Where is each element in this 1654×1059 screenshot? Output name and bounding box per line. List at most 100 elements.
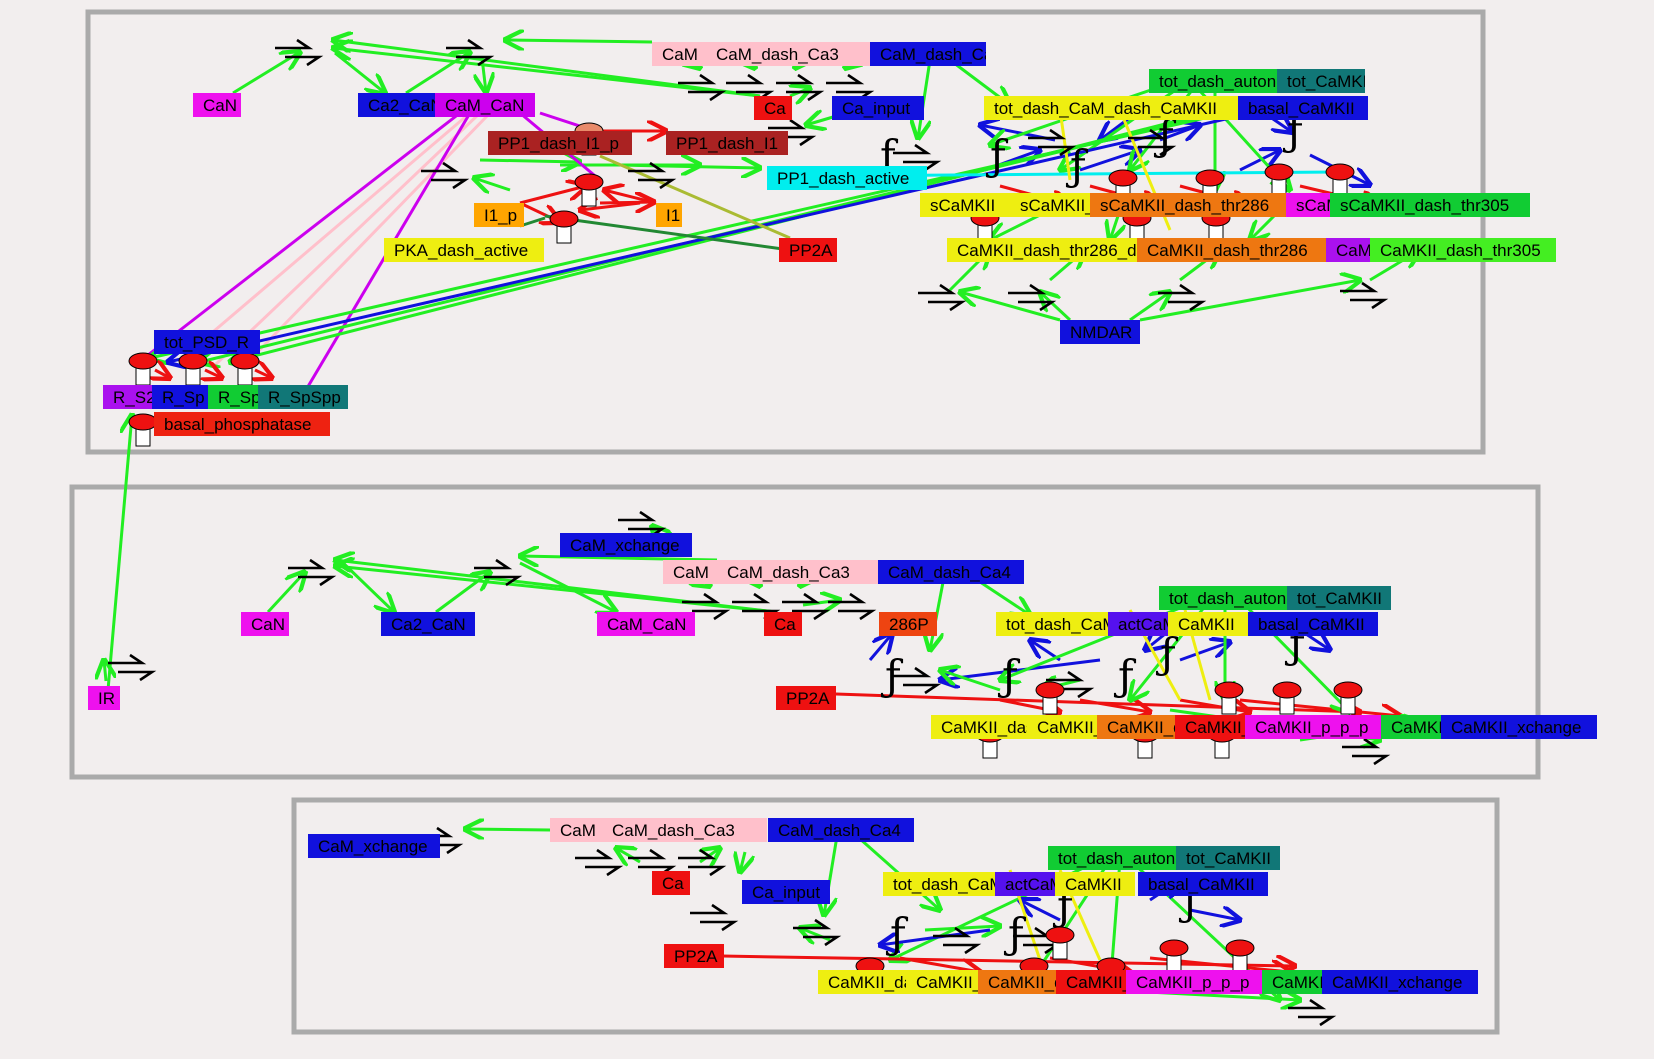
molecule-node[interactable]: basal_CaMKII: [1248, 612, 1378, 636]
molecule-node-box: [1238, 96, 1368, 120]
molecule-node[interactable]: CaMKII_dash_thr286: [1137, 238, 1327, 262]
molecule-node[interactable]: tot_dash_autonomous_CaMKII: [1149, 69, 1393, 93]
molecule-node[interactable]: basal_phosphatase: [154, 412, 330, 436]
molecule-node[interactable]: CaMKII_dash_thr286_dash_CaM: [1027, 715, 1289, 739]
molecule-node[interactable]: CaM_xchange: [560, 533, 692, 557]
molecule-node[interactable]: CaMKII_p_p_p: [1245, 715, 1381, 739]
molecule-node[interactable]: basal_CaMKII: [1138, 872, 1268, 896]
molecule-node[interactable]: CaMKII: [1055, 872, 1135, 896]
molecule-node[interactable]: Ca_input: [742, 880, 830, 904]
molecule-node[interactable]: CaMKII_p_p_p: [1126, 970, 1262, 994]
molecule-node[interactable]: R_Sp: [152, 385, 208, 409]
enzyme-site[interactable]: [128, 413, 158, 431]
molecule-node[interactable]: Ca: [652, 871, 690, 895]
molecule-node[interactable]: tot_dash_autonomous_CaMKII: [1159, 586, 1403, 610]
reaction-edge: [179, 111, 471, 362]
reaction-edge: [405, 52, 470, 95]
enzyme-site[interactable]: [1225, 939, 1255, 957]
enzyme-site[interactable]: [1035, 681, 1065, 699]
molecule-node[interactable]: sCaMKII_dash_thr305: [1330, 193, 1530, 217]
molecule-node[interactable]: Ca_input: [832, 96, 924, 120]
molecule-node[interactable]: CaMKII_xchange: [1322, 970, 1478, 994]
molecule-node[interactable]: R_S2: [103, 385, 161, 409]
molecule-node[interactable]: PP1_dash_I1_p: [488, 131, 632, 155]
molecule-node[interactable]: sCaMKII: [920, 193, 1012, 217]
molecule-node[interactable]: CaM_dash_Ca3: [602, 818, 767, 842]
enzyme-site[interactable]: [1325, 163, 1355, 181]
enzyme-site[interactable]: [549, 210, 579, 228]
molecule-node[interactable]: tot_dash_autonomous_CaMKII: [1048, 846, 1292, 870]
molecule-node[interactable]: CaMKII_dash_thr286: [978, 970, 1149, 994]
molecule-node[interactable]: Ca: [764, 612, 802, 636]
molecule-node[interactable]: CaM: [550, 818, 602, 842]
molecule-node[interactable]: tot_CaMKII: [1176, 846, 1280, 870]
molecule-node[interactable]: PP1_dash_I1: [666, 131, 788, 155]
molecule-node[interactable]: CaM_dash_Ca3: [717, 560, 882, 584]
molecule-node[interactable]: I1_p: [474, 203, 524, 227]
molecule-node[interactable]: CaM_dash_Ca4: [878, 560, 1024, 584]
molecule-node[interactable]: PKA_dash_active: [384, 238, 544, 262]
molecule-node[interactable]: CaM_dash_Ca3: [706, 42, 871, 66]
molecule-node[interactable]: actCaMKII: [995, 872, 1084, 896]
molecule-node[interactable]: CaMKII_dash_thr286_dash_CaM: [906, 970, 1168, 994]
molecule-node[interactable]: CaMKII_dash_CaM: [931, 715, 1089, 739]
molecule-node[interactable]: CaM_xchange: [308, 834, 440, 858]
molecule-node[interactable]: tot_PSD_R: [154, 330, 260, 354]
molecule-node[interactable]: R_Spp: [208, 385, 270, 409]
molecule-node[interactable]: Ca2_CaN: [358, 93, 443, 117]
enzyme-site[interactable]: [230, 352, 260, 370]
molecule-node[interactable]: CaMKII_dash_thr286_dash_CaM: [947, 238, 1209, 262]
enzyme-site[interactable]: [1045, 926, 1075, 944]
molecule-node[interactable]: tot_CaMKII: [1287, 586, 1391, 610]
molecule-node-box: [1286, 193, 1330, 217]
enzyme-site[interactable]: [1195, 169, 1225, 187]
enzyme-site[interactable]: [574, 173, 604, 191]
molecule-node[interactable]: CaMKII: [1168, 612, 1248, 636]
molecule-node[interactable]: CaN: [241, 612, 289, 636]
molecule-node[interactable]: CaMKII_xchange: [1441, 715, 1597, 739]
molecule-node[interactable]: CaM_dash_Ca4: [768, 818, 914, 842]
molecule-node[interactable]: tot_dash_CaM_dash_CaMKII: [984, 96, 1238, 120]
molecule-node[interactable]: CaM_CaN: [597, 612, 695, 636]
enzyme-site[interactable]: [1214, 681, 1244, 699]
molecule-node[interactable]: CaMKII_dash_p_p_p: [1326, 238, 1496, 262]
molecule-node[interactable]: tot_CaMKII: [1277, 69, 1372, 93]
molecule-node[interactable]: Ca: [754, 96, 792, 120]
molecule-node[interactable]: tot_dash_CaM_dash_CaMKII: [996, 612, 1229, 636]
enzyme-site[interactable]: [1333, 681, 1363, 699]
molecule-node[interactable]: NMDAR: [1060, 320, 1140, 344]
molecule-node[interactable]: IR: [88, 686, 120, 710]
molecule-node[interactable]: basal_CaMKII: [1238, 96, 1368, 120]
molecule-node[interactable]: CaN: [193, 93, 241, 117]
molecule-node[interactable]: CaMKII_dash_thr305: [1262, 970, 1433, 994]
molecule-node[interactable]: sCaMKII_dash_p_p: [1286, 193, 1445, 217]
molecule-node[interactable]: CaM: [652, 42, 708, 66]
molecule-node[interactable]: PP1_dash_active: [767, 166, 927, 190]
enzyme-site[interactable]: [1272, 681, 1302, 699]
molecule-node[interactable]: CaM: [663, 560, 719, 584]
molecule-node[interactable]: R_SpSpp: [258, 385, 348, 409]
molecule-node[interactable]: CaMKII_dash_p_p_p: [1175, 715, 1345, 739]
molecule-node[interactable]: sCaMKII_dash_CaM: [1010, 193, 1177, 217]
molecule-node[interactable]: CaMKII_dash_p_p_p: [1056, 970, 1226, 994]
enzyme-site[interactable]: [1264, 163, 1294, 181]
molecule-node[interactable]: CaMKII_dash_thr305: [1370, 238, 1556, 262]
molecule-node[interactable]: sCaMKII_dash_thr286: [1090, 193, 1286, 217]
molecule-node[interactable]: CaM_CaN: [435, 93, 535, 117]
molecule-node[interactable]: PP2A: [776, 686, 836, 710]
enzyme-site[interactable]: [1159, 939, 1189, 957]
molecule-node[interactable]: Ca2_CaN: [381, 612, 475, 636]
molecule-node[interactable]: actCaMKII: [1108, 612, 1197, 636]
molecule-node[interactable]: PP2A: [779, 238, 837, 262]
molecule-node[interactable]: CaM_dash_Ca4: [870, 42, 1003, 66]
molecule-node[interactable]: tot_dash_CaM_dash_CaMKII: [883, 872, 1116, 896]
molecule-node[interactable]: CaMKII_dash_CaM: [818, 970, 976, 994]
enzyme-site[interactable]: [128, 352, 158, 370]
enzyme-site[interactable]: [178, 352, 208, 370]
molecule-node[interactable]: I1: [656, 203, 682, 227]
molecule-node[interactable]: 286P: [879, 612, 937, 636]
enzyme-site[interactable]: [1108, 169, 1138, 187]
molecule-node[interactable]: CaMKII_dash_thr286: [1097, 715, 1268, 739]
molecule-node[interactable]: CaMKII_dash_thr305: [1381, 715, 1552, 739]
molecule-node[interactable]: PP2A: [664, 944, 724, 968]
